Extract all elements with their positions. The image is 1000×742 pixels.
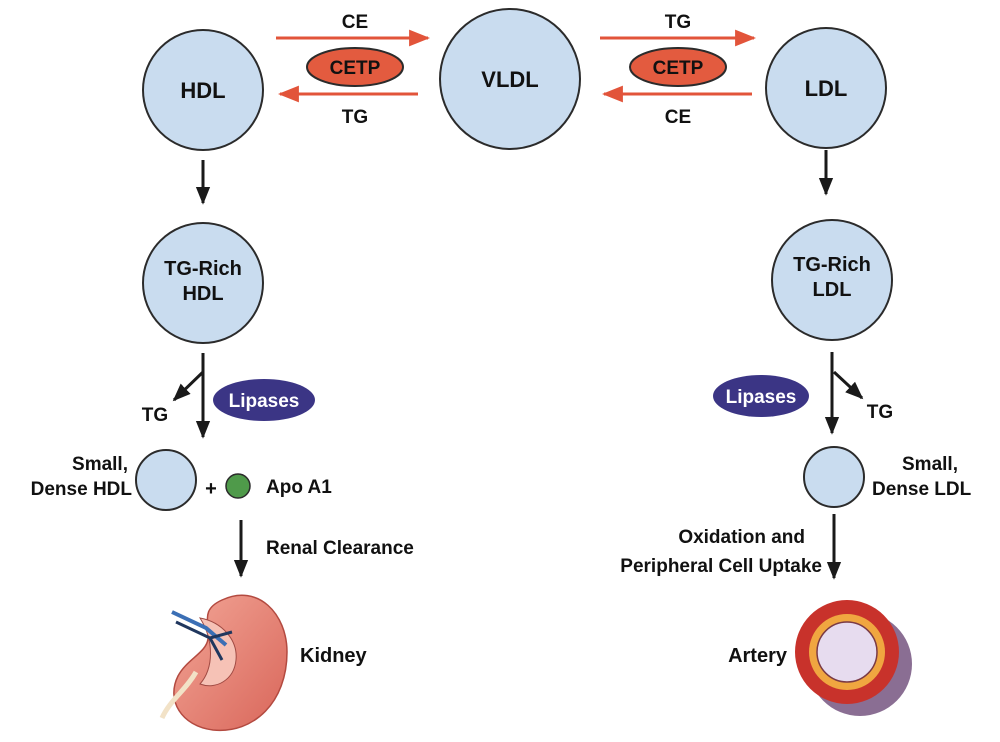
plus-sign: + — [205, 478, 217, 500]
vldl-label: VLDL — [481, 67, 538, 92]
hdl-tg-release-arrow — [172, 370, 205, 402]
tg-rich-ldl-circle — [771, 219, 893, 341]
small-dense-hdl-circle — [135, 449, 197, 511]
vldl-node: VLDL — [439, 8, 581, 150]
apo-a1-circle — [225, 473, 251, 499]
tg-label-left: TG — [342, 107, 368, 128]
ce-label-left: CE — [342, 12, 368, 33]
small-dense-ldl-label-line2: Dense LDL — [872, 479, 972, 500]
ldl-tg-release-arrow — [832, 370, 864, 400]
ldl-pathway: TG Lipases Oxidation and Peripheral Cell… — [620, 150, 893, 580]
ldl-node: LDL — [765, 27, 887, 149]
tg-rich-hdl-circle — [142, 222, 264, 344]
apo-a1-node: + Apo A1 — [205, 473, 332, 500]
tg-rich-hdl-label-line2: HDL — [182, 283, 223, 305]
renal-clearance-label: Renal Clearance — [266, 538, 414, 559]
small-dense-ldl-node: Small, Dense LDL — [803, 446, 972, 508]
tg-rich-ldl-label-line1: TG-Rich — [793, 254, 871, 276]
vldl-circle — [439, 8, 581, 150]
tg-rich-ldl-label-line2: LDL — [813, 279, 852, 301]
renal-artery-icon — [171, 610, 228, 647]
ureter-icon — [159, 670, 199, 720]
oxidation-label-line1: Oxidation and — [678, 527, 805, 548]
cetp-ellipse-right — [629, 47, 727, 87]
hdl-tg-release-label: TG — [142, 405, 168, 426]
cetp-exchange-left: CE CETP TG — [276, 12, 431, 128]
cetp-exchange-right: TG CETP CE — [600, 12, 757, 128]
small-dense-ldl-circle — [803, 446, 865, 508]
small-dense-hdl-node: Small, Dense HDL — [31, 449, 197, 511]
small-dense-hdl-label-line2: Dense HDL — [31, 479, 133, 500]
hdl-label: HDL — [180, 78, 225, 103]
tg-rich-ldl-node: TG-Rich LDL — [771, 219, 893, 341]
cetp-ellipse-left — [306, 47, 404, 87]
lipases-label-right: Lipases — [726, 387, 797, 408]
tg-rich-hdl-node: TG-Rich HDL — [142, 222, 264, 344]
ce-label-right: CE — [665, 107, 691, 128]
oxidation-label-line2: Peripheral Cell Uptake — [620, 556, 822, 577]
cetp-label-left: CETP — [330, 58, 381, 79]
lipases-ellipse-left — [213, 379, 315, 421]
small-dense-ldl-label-line1: Small, — [902, 454, 958, 475]
renal-vein-icon — [175, 620, 233, 661]
ldl-label: LDL — [805, 76, 848, 101]
ldl-tg-release-label: TG — [867, 402, 893, 423]
tg-rich-hdl-label-line1: TG-Rich — [164, 258, 242, 280]
lipases-label-left: Lipases — [229, 391, 300, 412]
hdl-node: HDL — [142, 29, 264, 151]
artery-illustration: Artery — [728, 600, 912, 716]
tg-label-right: TG — [665, 12, 691, 33]
artery-label: Artery — [728, 645, 788, 667]
cetp-label-right: CETP — [653, 58, 704, 79]
kidney-illustration: Kidney — [159, 594, 368, 732]
artery-lumen — [816, 621, 878, 683]
ldl-circle — [765, 27, 887, 149]
hdl-circle — [142, 29, 264, 151]
lipases-ellipse-right — [713, 375, 809, 417]
apo-a1-label: Apo A1 — [266, 477, 332, 498]
kidney-label: Kidney — [300, 645, 368, 667]
small-dense-hdl-label-line1: Small, — [72, 454, 128, 475]
hdl-pathway: TG Lipases Renal Clearance — [142, 160, 414, 578]
